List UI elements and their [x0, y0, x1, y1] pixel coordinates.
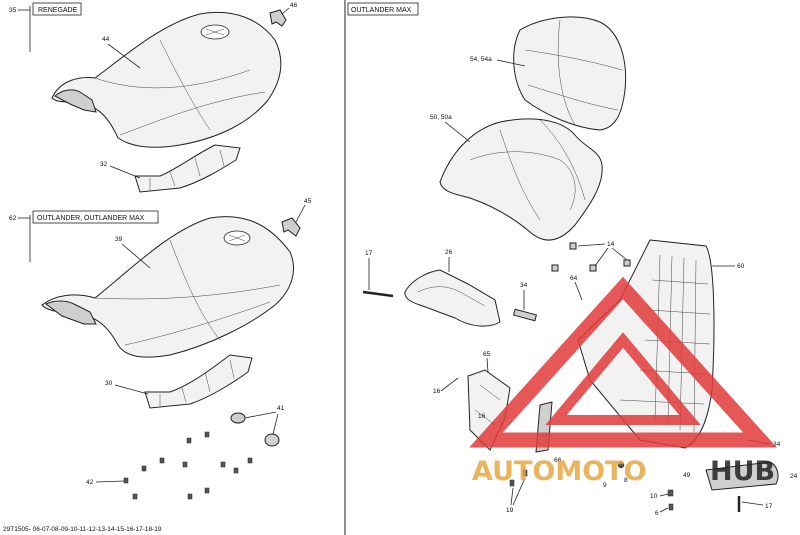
box-outlander-max: OUTLANDER MAX — [351, 7, 412, 14]
screws-19 — [509, 469, 528, 487]
callout-32: 32 — [100, 161, 108, 168]
rod-17 — [362, 290, 394, 298]
callout-6: 6 — [655, 510, 659, 517]
backrest-54 — [513, 16, 627, 131]
callout-14: 14 — [607, 241, 615, 248]
grommet-41a — [230, 412, 246, 424]
callout-10: 10 — [650, 493, 658, 500]
callout-8: 8 — [624, 477, 628, 484]
seat-renegade — [51, 11, 282, 148]
callout-66: 66 — [554, 457, 562, 464]
watermark-triangle — [469, 276, 777, 448]
box-outlander: OUTLANDER, OUTLANDER MAX — [37, 215, 145, 222]
drawing-code: 29T1505- 06-07-08-09-10-11-12-13-14-15-1… — [3, 526, 162, 533]
callout-24: 24 — [790, 473, 798, 480]
callout-16a: 16 — [433, 388, 441, 395]
callout-64: 64 — [570, 275, 578, 282]
callout-39: 39 — [115, 236, 123, 243]
callout-45: 45 — [304, 198, 312, 205]
callout-44: 44 — [102, 36, 110, 43]
callout-16b: 16 — [478, 413, 486, 420]
callout-30: 30 — [105, 380, 113, 387]
callout-54: 54, 54a — [470, 56, 492, 63]
outlander-group: OUTLANDER, OUTLANDER MAX 62 39 45 30 41 — [9, 198, 312, 500]
callout-50: 50, 50a — [430, 114, 452, 121]
latch-24 — [705, 461, 779, 491]
fasteners-42 — [123, 431, 253, 500]
pad-32 — [134, 144, 241, 193]
renegade-group: RENEGADE 35 44 46 32 — [9, 2, 298, 193]
callout-46: 46 — [290, 2, 298, 9]
callout-49: 49 — [683, 472, 691, 479]
pad-30 — [144, 354, 253, 409]
callout-26: 26 — [445, 249, 453, 256]
callout-65: 65 — [483, 351, 491, 358]
latch-45 — [281, 217, 301, 237]
callout-41: 41 — [277, 405, 285, 412]
watermark: AUTOMOTO HUB — [469, 276, 777, 487]
seat-outlander — [41, 216, 294, 358]
watermark-text-a: AUTOMOTO — [472, 456, 647, 487]
grommet-41b — [264, 433, 280, 447]
callout-62: 62 — [9, 215, 17, 222]
nuts-10 — [617, 461, 674, 511]
clips-14 — [551, 242, 631, 272]
outlander-max-group: OUTLANDER MAX 54, 54a 50, 50a 17 26 34 — [347, 2, 798, 517]
box-renegade: RENEGADE — [38, 7, 78, 14]
callout-34b: 34 — [773, 441, 781, 448]
watermark-inner-triangle — [545, 332, 701, 425]
watermark-text-b: HUB — [710, 456, 775, 487]
callout-9: 9 — [603, 482, 607, 489]
spring-34a — [512, 308, 538, 322]
frame-26 — [404, 269, 501, 327]
callout-42: 42 — [86, 479, 94, 486]
callout-35: 35 — [9, 7, 17, 14]
callout-60: 60 — [737, 263, 745, 270]
callout-17a: 17 — [365, 250, 373, 257]
callout-19: 19 — [506, 507, 514, 514]
seat-passenger-50 — [439, 118, 603, 241]
callout-34a: 34 — [520, 282, 528, 289]
callout-17b: 17 — [765, 503, 773, 510]
